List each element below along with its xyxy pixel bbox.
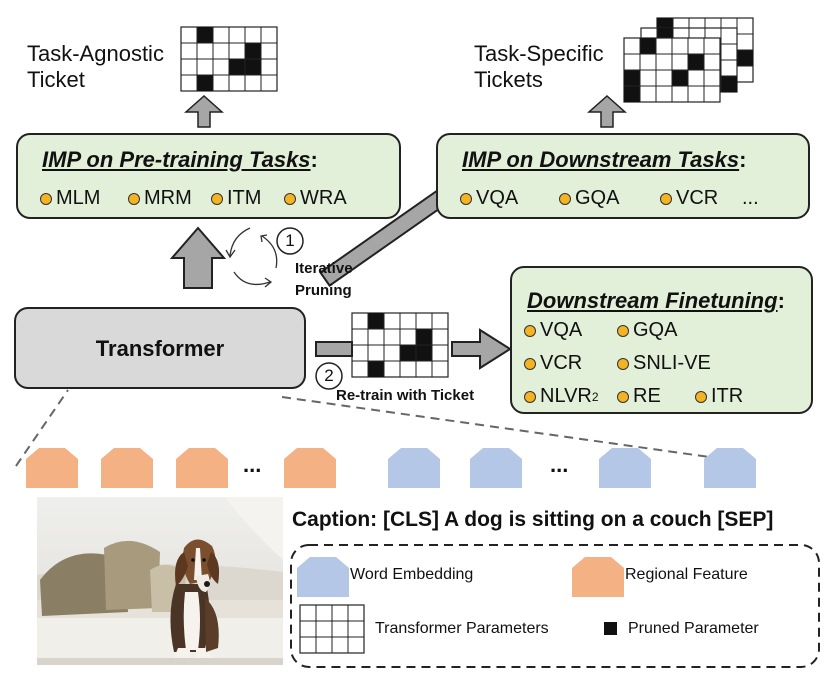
legend-regional-feature-token xyxy=(572,557,624,597)
ellipsis: ... xyxy=(742,187,759,209)
task-item: VCR xyxy=(524,352,582,375)
downstream-finetuning-box: Downstream Finetuning: VQA GQA VCR SNLI-… xyxy=(510,266,813,414)
imp-downstream-title: IMP on Downstream Tasks: xyxy=(462,147,747,172)
legend-word-embedding: Word Embedding xyxy=(350,566,474,583)
bullet-dot-icon xyxy=(695,390,707,403)
retrain-with-ticket-label: Re-train with Ticket xyxy=(336,387,475,404)
bullet-dot-icon xyxy=(460,192,472,205)
pruned-cell xyxy=(416,345,432,361)
legend-pruned-cell xyxy=(604,622,617,635)
right-arrow-icon xyxy=(451,328,512,370)
task-item: VCR xyxy=(660,187,718,210)
pruned-cell xyxy=(624,70,640,86)
pruned-cell xyxy=(245,43,261,59)
up-arrow-icon xyxy=(587,94,627,128)
task-item: WRA xyxy=(284,187,347,210)
bullet-dot-icon xyxy=(617,357,629,370)
legend-shapes xyxy=(297,557,624,654)
task-item: GQA xyxy=(617,319,677,342)
bullet-dot-icon xyxy=(524,390,536,403)
pruned-cell xyxy=(688,54,704,70)
pruned-cell xyxy=(721,76,737,92)
task-item: MLM xyxy=(40,187,100,210)
step-1-circle xyxy=(276,227,304,255)
cycle-arrows-icon xyxy=(225,227,278,288)
step-1-number: 1 xyxy=(285,231,295,250)
token-sequence xyxy=(26,448,756,488)
task-item: RE xyxy=(617,385,661,408)
bullet-dot-icon xyxy=(128,192,140,205)
up-arrow-icon xyxy=(169,226,227,289)
dog-on-couch-photo xyxy=(37,497,283,665)
pruned-cell xyxy=(245,59,261,75)
word-embedding-token xyxy=(704,448,756,488)
word-embedding-token xyxy=(388,448,440,488)
pruned-cell xyxy=(197,27,213,43)
task-item: MRM xyxy=(128,187,192,210)
pruned-cell xyxy=(672,70,688,86)
pruned-cell xyxy=(737,50,753,66)
up-arrow-icon xyxy=(184,94,224,128)
pruned-cell xyxy=(640,38,656,54)
task-item: ITR xyxy=(695,385,743,408)
task-agnostic-ticket-grid xyxy=(180,26,278,92)
task-specific-tickets-grids xyxy=(623,17,754,103)
pruned-cell xyxy=(416,329,432,345)
imp-pretraining-title: IMP on Pre-training Tasks: xyxy=(42,147,318,172)
pruned-cell xyxy=(400,345,416,361)
task-item: GQA xyxy=(559,187,619,210)
regional-feature-token xyxy=(101,448,153,488)
dashed-connector xyxy=(15,389,69,467)
task-agnostic-ticket-label: Task-Agnostic Ticket xyxy=(27,41,164,92)
task-item: VQA xyxy=(524,319,582,342)
regional-feature-token xyxy=(26,448,78,488)
bullet-dot-icon xyxy=(617,390,629,403)
legend-transformer-parameters: Transformer Parameters xyxy=(375,620,549,637)
task-item: SNLI-VE xyxy=(617,352,711,375)
token-ellipsis: ... xyxy=(243,452,262,477)
pruned-cell xyxy=(368,313,384,329)
task-specific-tickets-label: Task-Specific Tickets xyxy=(474,41,604,92)
legend-word-embedding-token xyxy=(297,557,349,597)
bullet-dot-icon xyxy=(40,192,52,205)
pruned-cell xyxy=(197,75,213,91)
step-2-circle xyxy=(315,362,343,390)
imp-downstream-box: IMP on Downstream Tasks: VQA GQA VCR ... xyxy=(436,133,810,219)
pruned-cell xyxy=(624,86,640,102)
bullet-dot-icon xyxy=(660,192,672,205)
legend-box xyxy=(290,544,820,668)
iterative-pruning-label: Iterative Pruning xyxy=(295,260,353,299)
task-item: ITM xyxy=(211,187,261,210)
retrain-ticket-grid xyxy=(351,312,449,378)
regional-feature-token xyxy=(284,448,336,488)
bullet-dot-icon xyxy=(524,357,536,370)
task-item: VQA xyxy=(460,187,518,210)
bullet-dot-icon xyxy=(284,192,296,205)
word-embedding-token xyxy=(470,448,522,488)
dashed-connector xyxy=(281,396,753,464)
token-ellipsis: ... xyxy=(550,452,569,477)
transformer-box: Transformer xyxy=(14,307,306,389)
right-arrow-icon xyxy=(315,341,353,357)
legend-pruned-parameter: Pruned Parameter xyxy=(628,620,759,637)
word-embedding-token xyxy=(599,448,651,488)
bullet-dot-icon xyxy=(559,192,571,205)
legend-regional-feature: Regional Feature xyxy=(625,566,748,583)
downstream-finetuning-title: Downstream Finetuning: xyxy=(527,288,785,313)
imp-pretraining-box: IMP on Pre-training Tasks: MLM MRM ITM W… xyxy=(16,133,401,219)
pruned-cell xyxy=(368,361,384,377)
regional-feature-token xyxy=(176,448,228,488)
caption-text: Caption: [CLS] A dog is sitting on a cou… xyxy=(292,508,774,531)
pruned-cell xyxy=(229,59,245,75)
transformer-label: Transformer xyxy=(95,336,225,361)
bullet-dot-icon xyxy=(617,324,629,337)
bullet-dot-icon xyxy=(524,324,536,337)
step-2-number: 2 xyxy=(324,366,334,385)
bullet-dot-icon xyxy=(211,192,223,205)
